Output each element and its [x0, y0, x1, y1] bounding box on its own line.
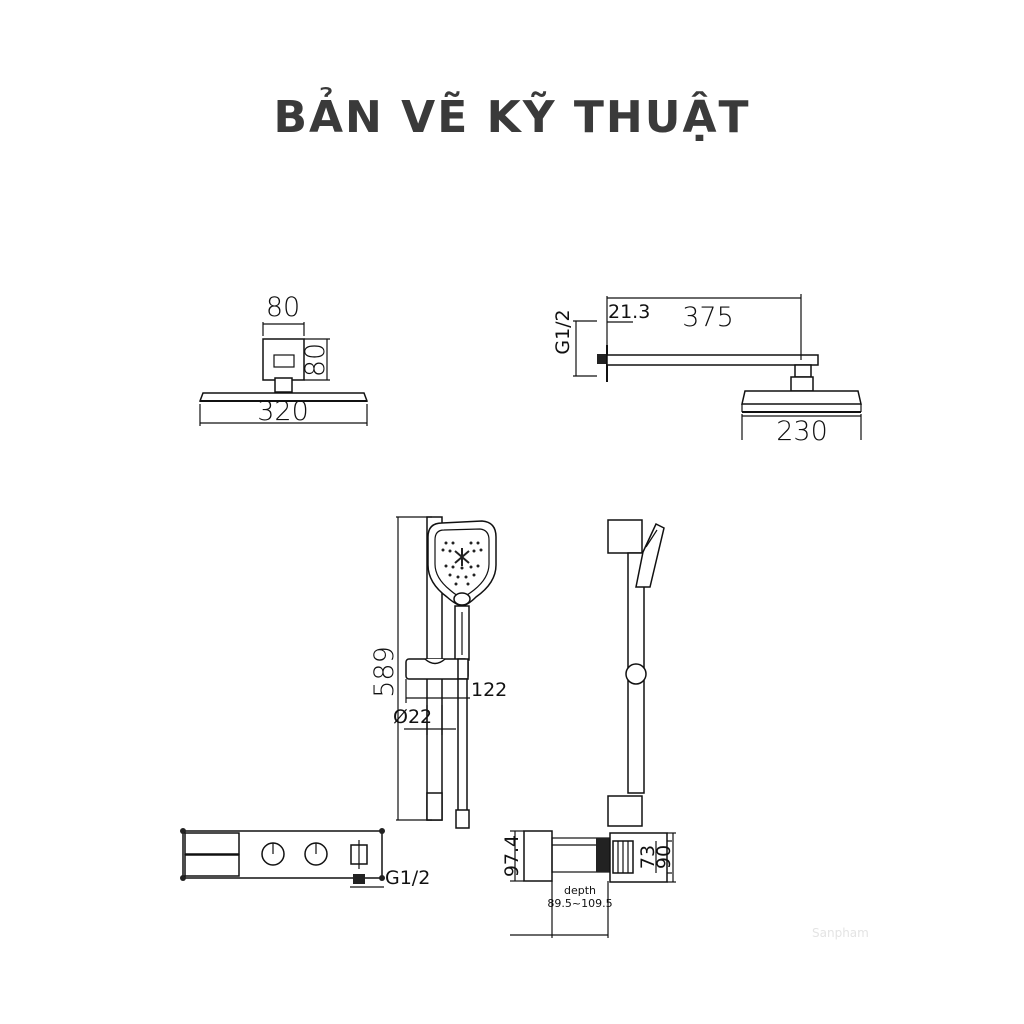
arm-ball-joint	[790, 376, 814, 392]
head-front-view: 80 80 320	[198, 292, 369, 427]
dim-top-height: 80	[300, 343, 331, 377]
watermark-text: Sanpham	[812, 926, 869, 940]
dim-depth-range: 89.5~109.5	[547, 897, 612, 910]
page-title: BẢN VẼ KỸ THUẬT	[273, 92, 751, 143]
hand-shower-side	[635, 522, 665, 588]
rail-side-view	[607, 519, 665, 827]
dim-arm-thread: G1/2	[552, 309, 574, 354]
dim-arm-length: 375	[682, 302, 734, 333]
dim-box-height: 97.4	[501, 835, 523, 877]
box-front-plate	[523, 830, 553, 882]
head-side-plate	[741, 390, 862, 405]
side-holder-knob	[625, 663, 647, 685]
dim-rail-height: 589	[369, 646, 400, 698]
valve-box-side: 97.4 73 90 depth 89.5~109.5	[501, 830, 676, 938]
ball-joint	[274, 377, 293, 393]
dim-arm-offset: 21.3	[608, 301, 650, 323]
bottom-wall-bracket	[607, 795, 643, 827]
wall-flange	[597, 354, 607, 364]
shelf-top	[184, 832, 240, 855]
dim-holder-projection: 122	[471, 679, 507, 701]
top-wall-bracket	[607, 519, 643, 554]
dim-rail-diameter: Ø22	[393, 706, 432, 728]
dim-top-width: 80	[266, 292, 300, 323]
rail-front-view: 589 122 Ø22	[369, 516, 507, 829]
shelf-bottom	[184, 854, 240, 877]
dim-valve-thread: G1/2	[385, 867, 430, 889]
valve-panel-front: G1/2	[180, 828, 430, 889]
spray-center-icon	[454, 548, 470, 566]
shower-arm	[606, 354, 819, 366]
dim-depth-label: depth	[564, 884, 596, 897]
spray-nozzles	[441, 541, 483, 586]
arm-side-view: G1/2 21.3 375 230	[552, 294, 862, 447]
dim-head-diameter: 320	[257, 396, 309, 427]
dim-box-outer-height: 90	[653, 845, 675, 869]
shower-hose	[457, 678, 468, 813]
dim-head-side-diameter: 230	[776, 416, 828, 447]
ceiling-mount-block	[262, 338, 305, 381]
dim-box-inner-height: 73	[637, 845, 659, 869]
